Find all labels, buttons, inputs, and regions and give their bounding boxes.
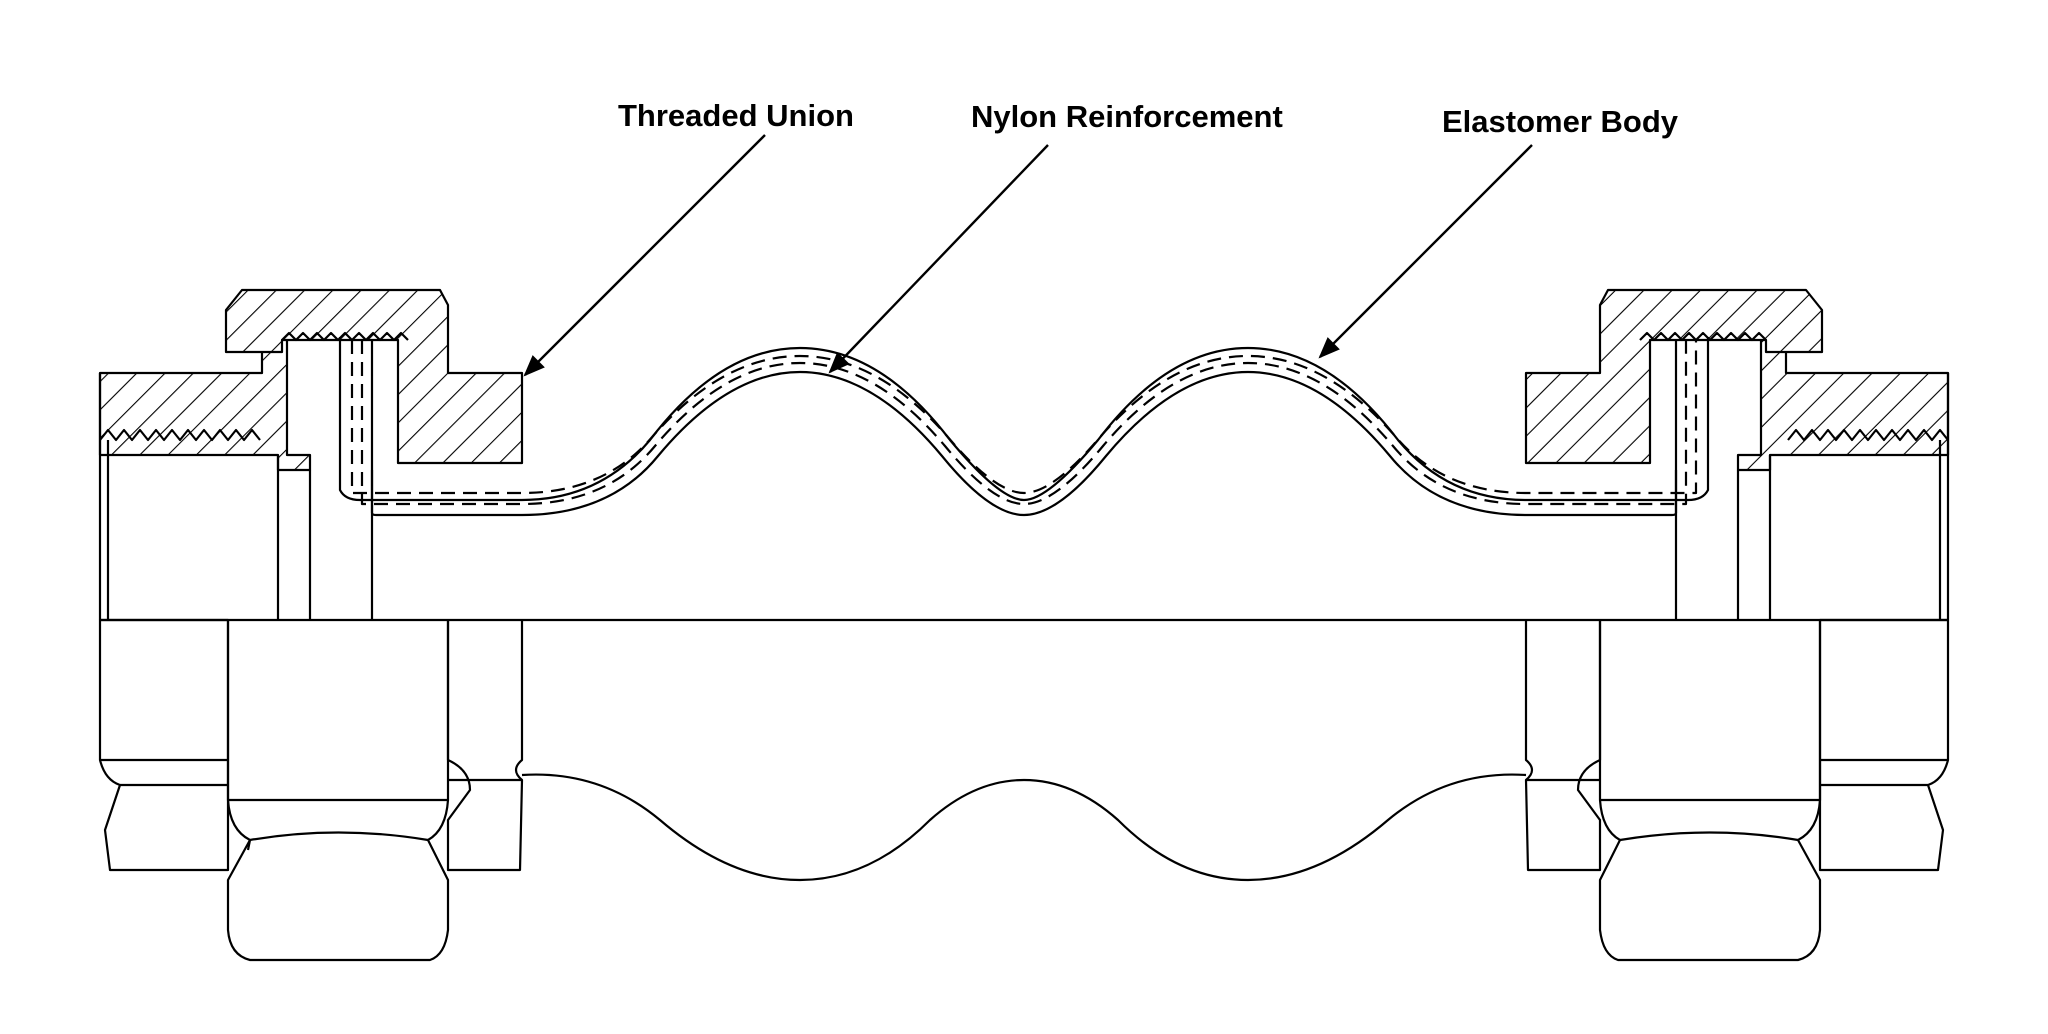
right-flange-hex <box>1524 620 1602 872</box>
elastomer-inner-surface <box>370 340 1678 517</box>
left-union-nut-hex <box>226 620 450 962</box>
left-tailpiece-hex <box>98 618 230 872</box>
left-flange-hex <box>446 620 524 872</box>
nylon-reinforcement-label: Nylon Reinforcement <box>971 99 1283 134</box>
right-union-nut-hex <box>1598 620 1822 962</box>
right-end-section <box>1524 288 1950 620</box>
threaded-union-label: Threaded Union <box>618 98 854 133</box>
right-union-nut-section <box>1524 288 1824 465</box>
left-end-external <box>98 618 524 962</box>
right-union-thread <box>1639 331 1767 342</box>
left-union-thread <box>281 331 409 342</box>
left-tailpiece-section <box>98 335 312 472</box>
left-union-nut-section <box>224 288 524 465</box>
nylon-reinforcement-ply-2 <box>360 340 1688 506</box>
nylon-reinforcement-leader <box>828 144 1049 374</box>
right-end-external <box>1524 618 1950 962</box>
threaded-union-leader <box>523 134 766 377</box>
elastomer-body-section <box>338 337 1710 517</box>
nylon-reinforcement-ply-1 <box>350 340 1698 495</box>
elastomer-body-external <box>521 773 1527 882</box>
elastomer-body-label: Elastomer Body <box>1442 104 1679 139</box>
right-tailpiece-section <box>1736 335 1950 472</box>
right-tailpiece-hex <box>1818 618 1950 872</box>
elastomer-outer-surface <box>338 337 1710 502</box>
elastomer-body-leader <box>1318 144 1533 359</box>
left-end-section <box>98 288 524 620</box>
right-internal-thread <box>1787 428 1949 442</box>
left-internal-thread <box>99 428 261 442</box>
